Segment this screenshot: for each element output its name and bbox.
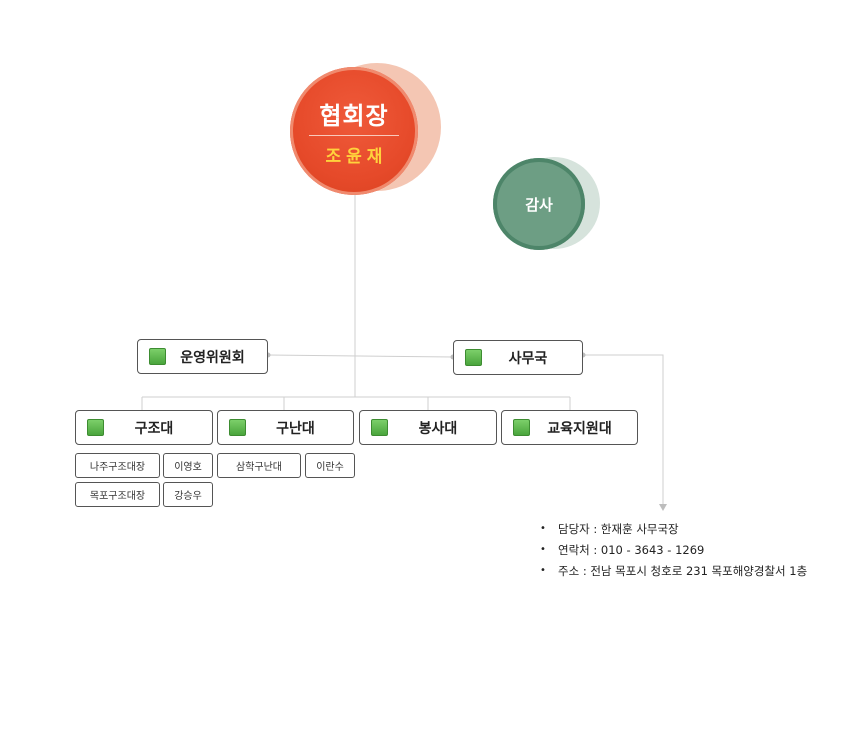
unit-label: 구난대 bbox=[276, 420, 315, 437]
secretariat-box: 사무국 bbox=[453, 340, 583, 375]
contact-row-manager: • 담당자 : 한재훈 사무국장 bbox=[540, 518, 807, 539]
secretariat-contact-line bbox=[583, 354, 664, 505]
member-role: 목포구조대장 bbox=[75, 482, 160, 507]
bullet-icon: • bbox=[540, 544, 546, 555]
green-square-icon bbox=[371, 418, 388, 436]
bullet-icon: • bbox=[540, 565, 546, 576]
green-square-icon bbox=[229, 418, 246, 436]
unit-label: 교육지원대 bbox=[547, 420, 612, 437]
member-name: 이란수 bbox=[305, 453, 355, 478]
president-title: 협회장 bbox=[309, 96, 399, 136]
contact-text: 담당자 : 한재훈 사무국장 bbox=[558, 521, 679, 536]
green-square-icon bbox=[149, 347, 166, 365]
secretariat-label: 사무국 bbox=[508, 350, 548, 367]
contact-text: 주소 : 전남 목포시 청호로 231 목포해양경찰서 1층 bbox=[558, 563, 808, 578]
contact-row-phone: • 연락처 : 010 - 3643 - 1269 bbox=[540, 539, 807, 560]
member-name: 강승우 bbox=[163, 482, 213, 507]
committee-box: 운영위원회 bbox=[137, 339, 268, 374]
member-role: 삼학구난대 bbox=[217, 453, 301, 478]
committee-secretariat-line bbox=[267, 354, 454, 358]
committee-label: 운영위원회 bbox=[180, 349, 245, 366]
contact-info: • 담당자 : 한재훈 사무국장 • 연락처 : 010 - 3643 - 12… bbox=[540, 518, 807, 581]
unit-box-salvage: 구난대 bbox=[217, 410, 354, 445]
unit-box-volunteer: 봉사대 bbox=[359, 410, 497, 445]
member-name: 이영호 bbox=[163, 453, 213, 478]
member-role: 나주구조대장 bbox=[75, 453, 160, 478]
green-square-icon bbox=[465, 348, 482, 366]
bullet-icon: • bbox=[540, 523, 546, 534]
green-square-icon bbox=[513, 418, 530, 436]
audit-node: 감사 bbox=[493, 158, 585, 250]
unit-label: 봉사대 bbox=[418, 420, 458, 437]
audit-label: 감사 bbox=[525, 195, 553, 214]
contact-row-address: • 주소 : 전남 목포시 청호로 231 목포해양경찰서 1층 bbox=[540, 560, 807, 581]
unit-label: 구조대 bbox=[134, 420, 174, 437]
arrow-head-icon bbox=[659, 504, 667, 511]
president-node: 협회장 조윤재 bbox=[290, 67, 418, 195]
unit-box-education: 교육지원대 bbox=[501, 410, 638, 445]
contact-text: 연락처 : 010 - 3643 - 1269 bbox=[558, 542, 705, 557]
unit-box-rescue: 구조대 bbox=[75, 410, 213, 445]
president-name: 조윤재 bbox=[325, 146, 388, 167]
green-square-icon bbox=[87, 418, 104, 436]
